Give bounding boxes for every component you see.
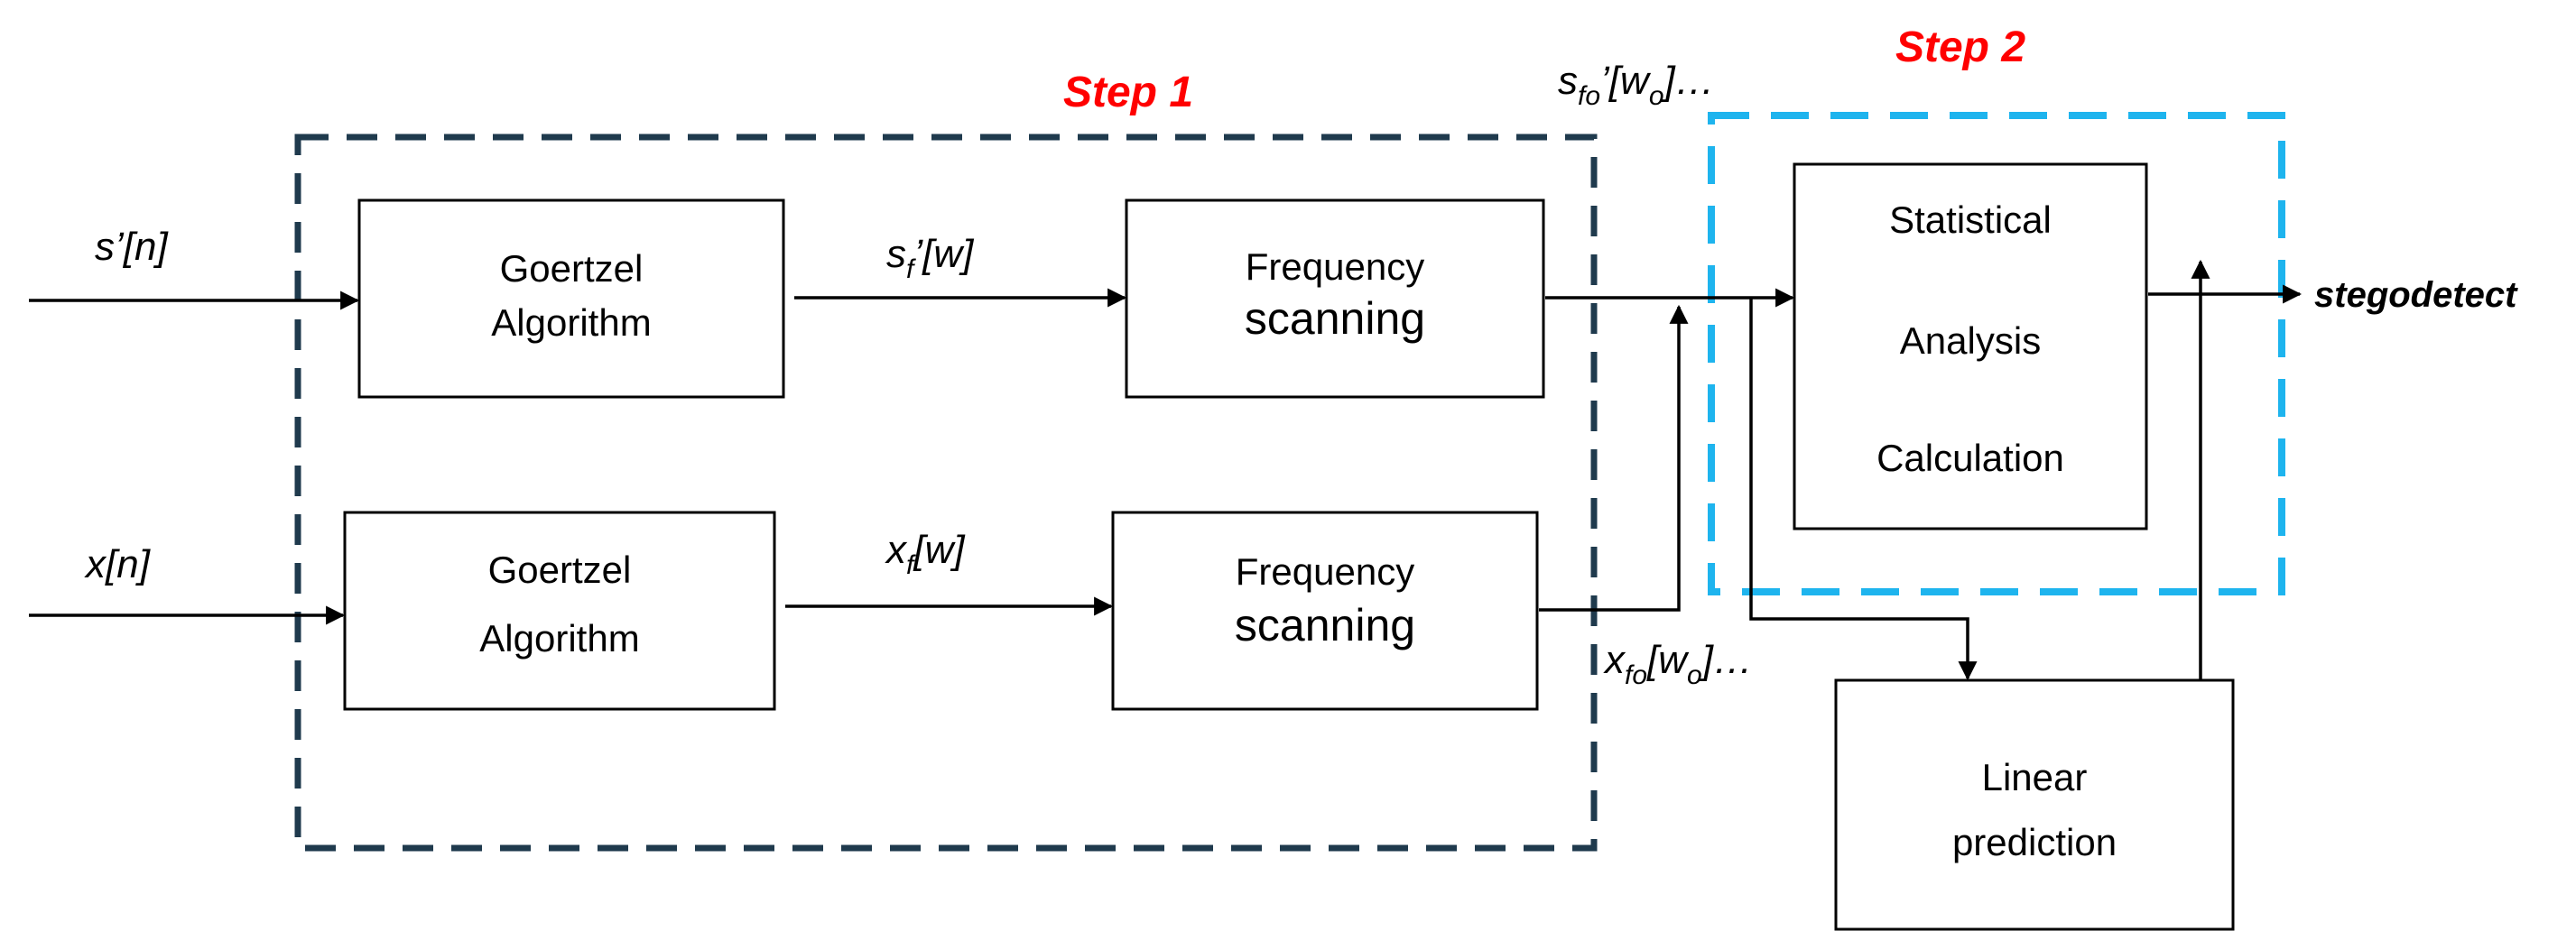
xf-w-label: xf[w] (885, 528, 966, 580)
goertzel-bottom-block (343, 511, 776, 711)
x-n-label: x[n] (84, 542, 152, 586)
frequency-scanning-bottom-block (1111, 511, 1539, 711)
sf-w-label: sf’[w] (886, 232, 975, 284)
goertzel-bottom-line1: Goertzel (488, 549, 632, 591)
step1-label: Step 1 (1063, 69, 1193, 116)
to-linear-prediction-arrow (1749, 298, 1978, 681)
s-prime-n-label: s’[n] (95, 225, 169, 269)
goertzel-top-block (357, 198, 785, 399)
stegodetect-output-label: stegodetect (2314, 275, 2518, 315)
freq-bottom-merge-arrow (1539, 304, 1689, 612)
stat-line1: Statistical (1889, 198, 2052, 241)
stat-line3: Calculation (1876, 437, 2064, 479)
xfo-wo-label: xfo[wo]… (1603, 638, 1753, 690)
linear-line1: Linear (1982, 756, 2088, 798)
freq-top-line1: Frequency (1246, 245, 1424, 288)
step1-frame (294, 134, 1598, 852)
freq-bottom-line2: scanning (1235, 600, 1415, 650)
stat-line2: Analysis (1900, 319, 2041, 362)
freq-bottom-line1: Frequency (1236, 550, 1414, 593)
freq-top-line2: scanning (1245, 293, 1425, 344)
step2-label: Step 2 (1895, 23, 2025, 71)
step2-frame (1708, 112, 2285, 595)
goertzel-bottom-line2: Algorithm (479, 617, 639, 659)
linear-line2: prediction (1952, 821, 2117, 863)
linear-prediction-block (1834, 678, 2235, 931)
goertzel-top-line2: Algorithm (491, 301, 651, 344)
sfo-wo-label: sfo’[wo]… (1558, 59, 1715, 111)
statistical-analysis-block (1793, 162, 2148, 530)
goertzel-top-line1: Goertzel (500, 247, 644, 290)
